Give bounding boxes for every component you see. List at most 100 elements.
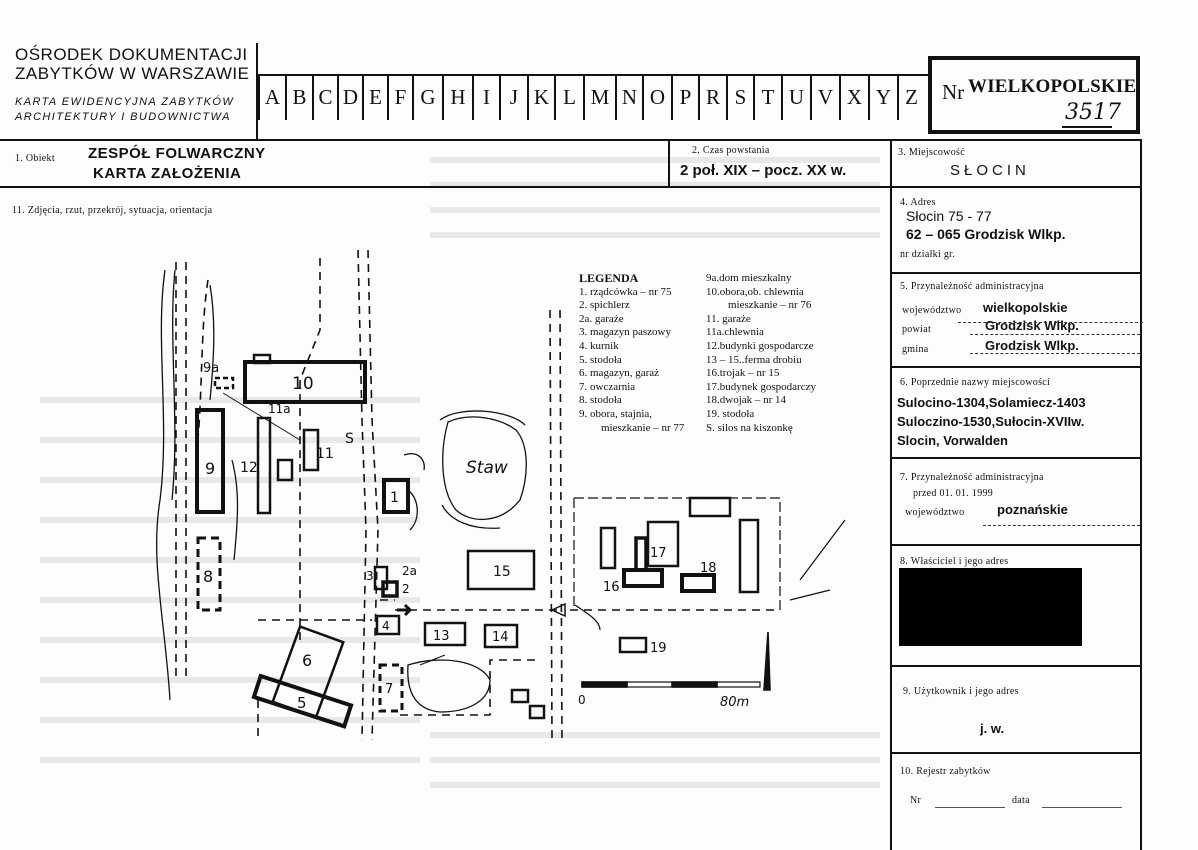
alphabet-letter: A (258, 75, 285, 120)
poprzednie-line-1: Sulocino-1304,Solamiecz-1403 (897, 395, 1086, 410)
nr-box (928, 56, 1140, 134)
alphabet-top-border (258, 74, 928, 76)
powiat-underline (970, 334, 1140, 335)
poprzednie-label: 6. Poprzednie nazwy miejscowości (900, 377, 1051, 388)
alphabet-letter: I (472, 75, 499, 120)
label-4: 4 (382, 619, 390, 633)
gmina-label: gmina (902, 344, 929, 355)
alphabet-letter: D (337, 75, 362, 120)
legend-item: 2. spichlerz (579, 299, 630, 312)
alphabet-letter: B (285, 75, 312, 120)
zdjecia-label: 11. Zdjęcia, rzut, przekrój, sytuacja, o… (12, 205, 213, 216)
alphabet-letter: P (671, 75, 698, 120)
poprzednie-line-3: Slocin, Vorwalden (897, 433, 1009, 448)
label-S: S (345, 431, 354, 447)
sep-poprzednie (890, 457, 1142, 459)
wojewodztwo-value: wielkopolskie (983, 300, 1068, 315)
uzytkownik-value: j. w. (980, 721, 1005, 736)
label-14: 14 (492, 630, 509, 645)
sep-adres (890, 272, 1142, 274)
right-column-divider (890, 139, 892, 850)
sep-uzytkownik (890, 752, 1142, 754)
obiekt-value-2: KARTA ZAŁOŻENIA (93, 165, 242, 182)
przynaleznosc-label: 5. Przynależność administracyjna (900, 281, 1044, 292)
legend-item: mieszkanie – nr 76 (728, 299, 812, 312)
legend-item: 9. obora, stajnia, (579, 407, 653, 420)
gmina-value: Grodzisk Wlkp. (985, 338, 1079, 353)
sep-przyn-old (890, 544, 1142, 546)
alphabet-letter: M (583, 75, 615, 120)
alphabet-letter: H (442, 75, 472, 120)
obiekt-value-1: ZESPÓŁ FOLWARCZNY (88, 145, 266, 162)
uzytkownik-label: 9. Użytkownik i jego adres (903, 686, 1019, 697)
alphabet-letter: C (312, 75, 337, 120)
legend-item: 10.obora,ob. chlewnia (706, 285, 804, 298)
label-13: 13 (433, 629, 450, 644)
alphabet-letter: R (698, 75, 726, 120)
legend-item: 16.trojak – nr 15 (706, 367, 780, 380)
przyn-old-underline (983, 525, 1140, 526)
scale-end: 80m (720, 695, 749, 710)
powiat-value: Grodzisk Wlkp. (985, 318, 1079, 333)
gmina-underline (970, 353, 1140, 354)
alphabet-letter: X (839, 75, 868, 120)
header-divider-vertical (256, 43, 258, 140)
nr-underline (1062, 126, 1112, 128)
org-line1: OŚRODEK DOKUMENTACJI (15, 45, 248, 64)
alphabet-letter: Y (868, 75, 897, 120)
poprzednie-values: Sulocino-1304,Solamiecz-1403 Suloczino-1… (897, 393, 1086, 450)
label-6: 6 (302, 651, 312, 670)
legend-item: 1. rządcówka – nr 75 (579, 285, 672, 298)
miejscowosc-label: 3. Miejscowość (898, 147, 965, 158)
legend-item: 8. stodoła (579, 394, 622, 407)
site-plan-buildings (195, 353, 760, 729)
legend-item: 19. stodoła (706, 407, 755, 420)
alphabet-letter: S (726, 75, 753, 120)
alphabet-letter: J (499, 75, 527, 120)
alphabet-letter: G (412, 75, 442, 120)
label-15: 15 (493, 564, 511, 580)
przyn-old-woj-value: poznańskie (997, 502, 1068, 517)
rejestr-label: 10. Rejestr zabytków (900, 766, 991, 777)
org-line2: ZABYTKÓW W WARSZAWIE (15, 64, 250, 83)
legend-item: 13 – 15..ferma drobiu (706, 353, 802, 366)
legend-item: 3. magazyn paszowy (579, 326, 671, 339)
rejestr-data-line (1042, 807, 1122, 808)
label-18: 18 (700, 561, 717, 576)
legend-item: 12.budynki gospodarcze (706, 339, 814, 352)
label-8: 8 (203, 567, 213, 586)
entrance-arrow-2 (550, 602, 566, 618)
sep-wlasciciel (890, 665, 1142, 667)
label-staw: Staw (466, 458, 508, 478)
legend-item: 2a. garaże (579, 312, 624, 325)
legend-item: 11a.chlewnia (706, 326, 764, 339)
card-line2: ARCHITEKTURY I BUDOWNICTWA (15, 111, 231, 123)
label-10: 10 (292, 374, 314, 394)
label-19: 19 (650, 641, 667, 656)
wlasciciel-label: 8. Właściciel i jego adres (900, 556, 1009, 567)
legend-item: mieszkanie – nr 77 (601, 421, 685, 434)
legend-item: S. silos na kiszonkę (706, 421, 793, 434)
alphabet-letter: E (362, 75, 387, 120)
przyn-old-sub: przed 01. 01. 1999 (913, 488, 994, 499)
row1-bottom-border (0, 186, 1142, 188)
label-11a: 11a (268, 402, 291, 416)
label-1: 1 (390, 490, 399, 506)
label-5: 5 (297, 694, 307, 712)
card-line1: KARTA EWIDENCYJNA ZABYTKÓW (15, 96, 235, 108)
label-9: 9 (205, 459, 215, 478)
nr-label: Nr (942, 80, 965, 104)
legend-item: 11. garaże (706, 312, 751, 325)
card-title: KARTA EWIDENCYJNA ZABYTKÓW ARCHITEKTURY … (15, 95, 234, 125)
legend-item: 4. kurnik (579, 339, 619, 352)
rejestr-nr-label: Nr (910, 795, 922, 806)
adres-line2: 62 – 065 Grodzisk Wlkp. (906, 226, 1066, 242)
redacted-owner (899, 568, 1082, 646)
sep-przynaleznosc (890, 366, 1142, 368)
north-arrow (763, 631, 771, 691)
scale-start: 0 (578, 693, 586, 707)
row1-divider-1 (668, 139, 670, 187)
